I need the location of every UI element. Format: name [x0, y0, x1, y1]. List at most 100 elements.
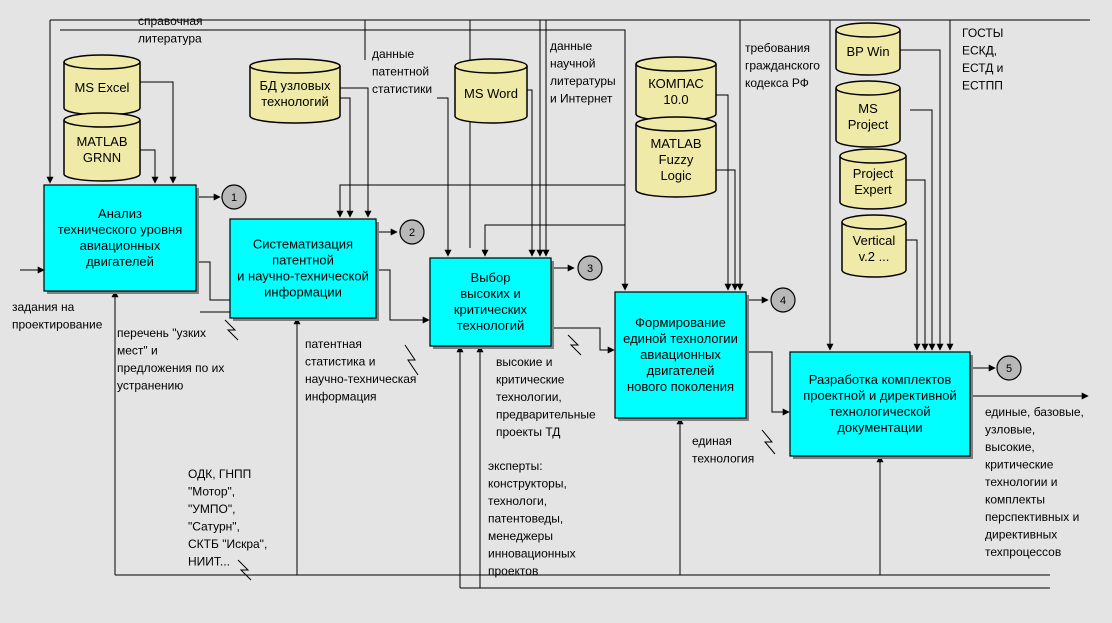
- arrow-expert-p5: [905, 179, 929, 351]
- label-line: статистика и: [305, 355, 375, 369]
- label-line: ЕСТПП: [962, 79, 1003, 93]
- label-line: единые, базовые,: [985, 405, 1084, 419]
- label-line: литература: [138, 32, 202, 46]
- label-line: перспективных и: [985, 510, 1079, 524]
- squiggle-5: [237, 559, 252, 581]
- process-label: нового поколения: [627, 379, 734, 394]
- cylinder-top: [454, 58, 528, 74]
- label-standards: ГОСТЫ ЕСКД, ЕСТД и ЕСТПП: [962, 26, 1003, 93]
- arrow-fuzzy-p4: [715, 169, 739, 291]
- output-circle-4: 4: [770, 287, 796, 313]
- label-line: ЕСКД,: [962, 44, 997, 58]
- label-line: предложения по их: [117, 361, 224, 375]
- database-label: v.2 ...: [859, 249, 890, 264]
- cylinder-top: [635, 56, 717, 72]
- arrow-labels: справочная литература данныепатентнойстати…: [12, 14, 1084, 578]
- label-line: технологи,: [488, 494, 547, 508]
- label-line: предварительные: [496, 408, 596, 422]
- label-line: ГОСТЫ: [962, 26, 1003, 40]
- circle-shape: [770, 287, 796, 313]
- cylinder-body: [839, 156, 907, 210]
- cylinder-top: [835, 22, 901, 38]
- cylinder-body: [841, 222, 907, 278]
- cylinder-body: [63, 120, 141, 182]
- database-label: Fuzzy: [659, 152, 694, 167]
- label-line: справочная: [138, 14, 203, 28]
- process-label: Формирование: [635, 315, 726, 330]
- label-line: высокие и: [496, 355, 552, 369]
- arrow-excel-p1: [140, 81, 177, 184]
- arrow-p3-p4: [551, 327, 615, 354]
- circle-number: 2: [409, 227, 415, 239]
- label-line: директивных: [985, 528, 1057, 542]
- label-line: научно-техническая: [305, 372, 416, 386]
- process-label: критических: [454, 302, 528, 317]
- database-label: Expert: [854, 182, 892, 197]
- label-line: ЕСТД и: [962, 61, 1003, 75]
- label-line: критические: [985, 458, 1054, 472]
- label-line: СКТБ "Искра",: [188, 537, 267, 551]
- arrow-feedback-p2: [336, 184, 625, 218]
- database-label: Project: [853, 166, 894, 181]
- database-label: BP Win: [846, 44, 889, 59]
- process-label: Выбор: [471, 270, 511, 285]
- cylinder-top: [841, 214, 907, 230]
- process-label: и научно-технической: [237, 269, 369, 284]
- process-label: технологической: [829, 404, 930, 419]
- label-line: задания на: [12, 300, 75, 314]
- circle-number: 5: [1006, 363, 1012, 375]
- process-label: патентной: [272, 253, 334, 268]
- label-line: и Интернет: [550, 92, 613, 106]
- database-label: MS: [858, 101, 878, 116]
- label-line: технология: [692, 452, 754, 466]
- circle-number: 4: [780, 295, 786, 307]
- cylinder-top: [839, 148, 907, 164]
- process-label: двигателей: [86, 254, 154, 269]
- label-line: узловые,: [985, 423, 1035, 437]
- cylinder-top: [63, 112, 141, 128]
- process-rect: [429, 257, 552, 347]
- circle-shape: [399, 219, 425, 245]
- label-line: требования: [745, 41, 810, 55]
- label-line: конструкторы,: [488, 477, 567, 491]
- label-line: перечень "узких: [117, 326, 206, 340]
- label-line: патентной: [372, 65, 429, 79]
- label-line: высокие,: [985, 440, 1035, 454]
- label-line: проектирование: [12, 318, 103, 332]
- label-line: критические: [496, 373, 565, 387]
- label-line: мест" и: [117, 344, 158, 358]
- label-output: единые, базовые, узловые, высокие, критичес…: [985, 405, 1084, 559]
- label-orgs: ОДК, ГНПП "Мотор", "УМПО", "Сатурн", СКТБ "И…: [188, 467, 267, 569]
- label-line: эксперты:: [488, 459, 543, 473]
- label-line: "Мотор",: [188, 485, 235, 499]
- label-line: "Сатурн",: [188, 520, 240, 534]
- database-excel: MS Excel: [63, 54, 141, 116]
- process-label: документации: [837, 420, 922, 435]
- arrow-p1-p2: [196, 261, 231, 313]
- process-label: высоких и: [460, 286, 520, 301]
- circle-shape: [221, 184, 247, 210]
- label-line: менеджеры: [488, 529, 553, 543]
- database-vertical: Verticalv.2 ...: [841, 214, 907, 278]
- arrow-kompas-p4: [715, 94, 732, 291]
- arrow-vertical-p5: [905, 239, 921, 351]
- label-line: патентная: [305, 337, 362, 351]
- database-bpwin: BP Win: [835, 22, 901, 76]
- label-line: "УМПО",: [188, 502, 235, 516]
- database-word: MS Word: [454, 58, 528, 124]
- label-line: ОДК, ГНПП: [188, 467, 251, 481]
- process-label: проектной и директивной: [803, 388, 957, 403]
- process-label: единой технологии: [623, 331, 738, 346]
- label-line: инновационных: [488, 547, 576, 561]
